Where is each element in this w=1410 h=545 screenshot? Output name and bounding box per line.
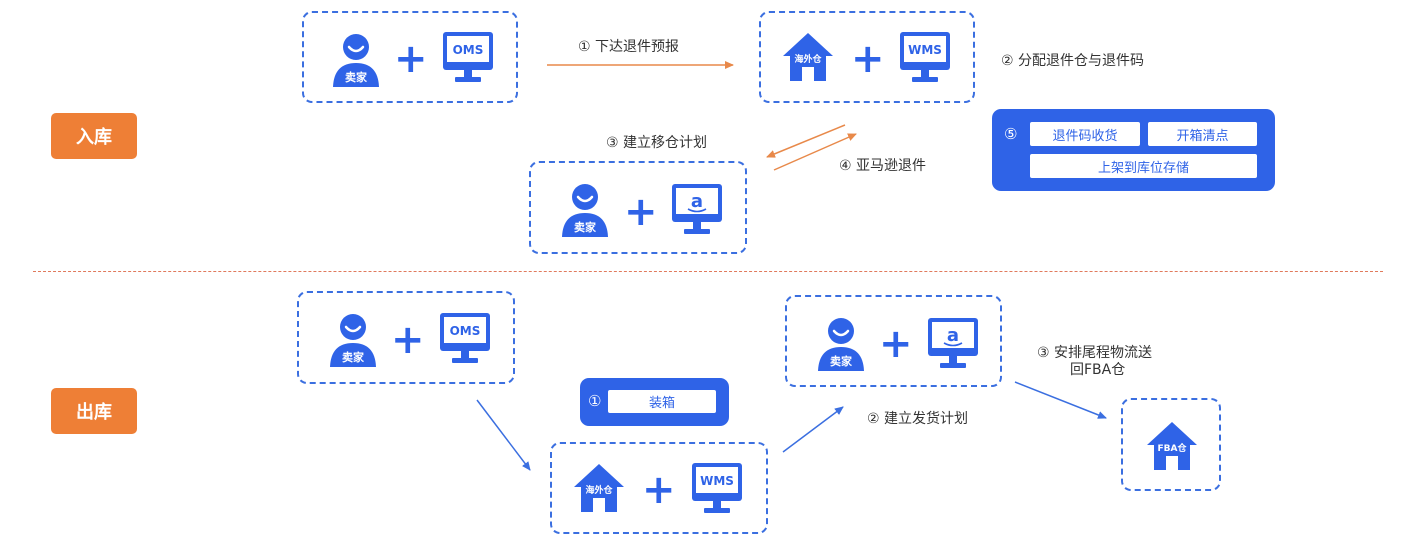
outbound-step3-label-line1: ③ 安排尾程物流送	[1037, 345, 1153, 361]
outbound-step2-label: ② 建立发货计划	[867, 411, 969, 427]
outbound-section-label: 出库	[76, 402, 112, 423]
seller-person-icon: 卖家	[330, 33, 382, 87]
overseas-warehouse-house-icon: 海外仓	[572, 462, 626, 514]
plus-sign: +	[879, 321, 913, 367]
plus-sign: +	[391, 317, 425, 363]
packing-button[interactable]: 装箱	[608, 390, 716, 413]
seller-icon-text: 卖家	[342, 350, 365, 364]
outbound-section-tag: 出库	[51, 388, 137, 434]
inbound-step2-label: ② 分配退件仓与退件码	[1001, 53, 1145, 69]
arrow-outbound-amazon-to-fba	[1014, 381, 1107, 419]
seller-person-icon: 卖家	[815, 317, 867, 371]
outbound-seller-oms-box: 卖家 + OMS	[297, 291, 515, 384]
amazon-monitor-icon: a	[671, 183, 723, 237]
unbox-count-button[interactable]: 开箱清点	[1148, 122, 1257, 146]
overseas-warehouse-icon-text: 海外仓	[585, 484, 613, 496]
inbound-processing-panel: ⑤ 退件码收货 开箱清点 上架到库位存储	[992, 109, 1275, 191]
fba-warehouse-box: FBA仓	[1121, 398, 1221, 491]
oms-monitor-icon: OMS	[442, 31, 494, 85]
inbound-section-tag: 入库	[51, 113, 137, 159]
arrow-outbound-oms-to-warehouse	[476, 399, 531, 471]
inbound-seller-oms-box: 卖家 + OMS	[302, 11, 518, 103]
inbound-step4-label: ④ 亚马逊退件	[839, 158, 927, 174]
overseas-warehouse-icon-text: 海外仓	[794, 53, 822, 65]
seller-person-icon: 卖家	[559, 183, 611, 237]
oms-icon-text: OMS	[450, 324, 481, 338]
shelve-storage-button[interactable]: 上架到库位存储	[1030, 154, 1257, 178]
inbound-step1-label: ① 下达退件预报	[578, 39, 680, 55]
overseas-warehouse-house-icon: 海外仓	[781, 31, 835, 83]
outbound-seller-amazon-box: 卖家 + a	[785, 295, 1002, 387]
return-code-receiving-button[interactable]: 退件码收货	[1030, 122, 1140, 146]
amazon-monitor-icon: a	[927, 317, 979, 371]
amazon-icon-text: a	[691, 191, 703, 212]
outbound-panel-number: ①	[588, 392, 602, 410]
plus-sign: +	[394, 36, 428, 82]
plus-sign: +	[851, 36, 885, 82]
plus-sign: +	[642, 467, 676, 513]
fba-warehouse-icon-text: FBA仓	[1158, 442, 1188, 454]
section-divider	[33, 271, 1383, 272]
outbound-packing-panel: ① 装箱	[580, 378, 729, 426]
inbound-warehouse-wms-box: 海外仓 + WMS	[759, 11, 975, 103]
wms-monitor-icon: WMS	[899, 31, 951, 85]
inbound-seller-amazon-box: 卖家 + a	[529, 161, 747, 254]
oms-monitor-icon: OMS	[439, 312, 491, 366]
seller-icon-text: 卖家	[574, 220, 597, 234]
seller-person-icon: 卖家	[327, 313, 379, 367]
wms-icon-text: WMS	[908, 43, 942, 57]
wms-monitor-icon: WMS	[691, 462, 743, 516]
fba-warehouse-house-icon: FBA仓	[1145, 420, 1199, 472]
arrow-inbound-step4	[773, 133, 857, 171]
inbound-panel-number: ⑤	[1004, 125, 1018, 143]
inbound-step3-label: ③ 建立移仓计划	[606, 135, 708, 151]
amazon-icon-text: a	[947, 325, 959, 346]
wms-icon-text: WMS	[700, 474, 734, 488]
seller-icon-text: 卖家	[830, 354, 853, 368]
seller-icon-text: 卖家	[345, 70, 368, 84]
outbound-step3-label-line2: 回FBA仓	[1070, 362, 1126, 378]
arrow-outbound-warehouse-to-amazon	[782, 406, 844, 453]
inbound-section-label: 入库	[76, 127, 112, 148]
plus-sign: +	[624, 189, 658, 235]
arrow-inbound-step3	[766, 124, 846, 158]
outbound-warehouse-wms-box: 海外仓 + WMS	[550, 442, 768, 534]
oms-icon-text: OMS	[453, 43, 484, 57]
